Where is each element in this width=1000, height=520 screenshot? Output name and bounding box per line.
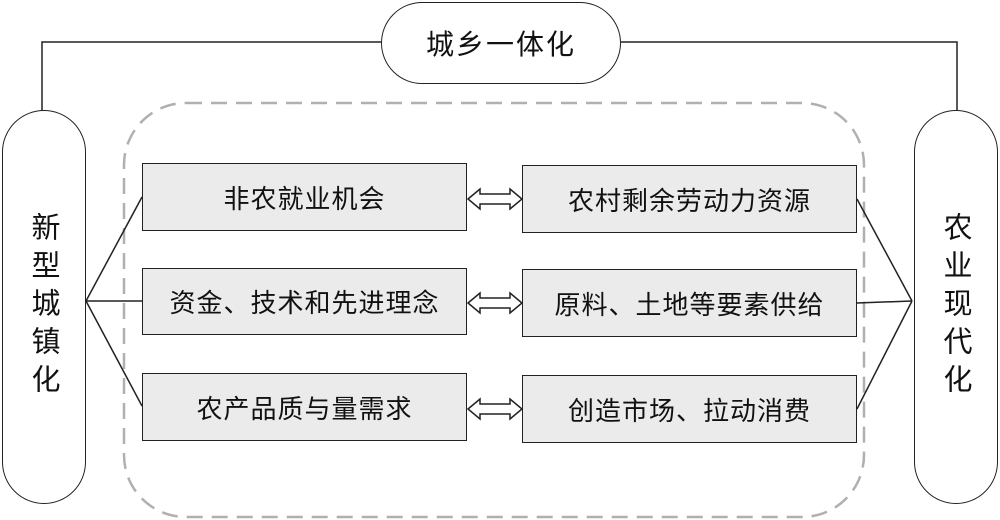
left-box-2: 资金、技术和先进理念: [142, 268, 467, 335]
left-box-label: 农产品质与量需求: [196, 394, 413, 425]
left-node: 新型城镇化: [2, 110, 86, 504]
right-node-label: 农业现代化: [939, 212, 973, 402]
fan-line: [85, 196, 143, 302]
right-box-label: 农村剩余劳动力资源: [567, 186, 811, 217]
right-box-label: 原料、土地等要素供给: [554, 290, 825, 321]
right-box-1: 农村剩余劳动力资源: [522, 165, 857, 233]
fan-line: [85, 300, 143, 407]
left-box-1: 非农就业机会: [142, 163, 467, 231]
left-box-3: 农产品质与量需求: [142, 373, 467, 441]
top-connector-right: [621, 41, 958, 111]
dashed-frame: [122, 101, 866, 519]
top-node-label: 城乡一体化: [425, 28, 576, 61]
double-arrow-icon: [466, 291, 524, 315]
left-node-label: 新型城镇化: [27, 212, 61, 402]
top-connector: [41, 41, 381, 111]
fan-line: [856, 300, 913, 410]
right-node: 农业现代化: [914, 110, 998, 504]
right-box-2: 原料、土地等要素供给: [522, 269, 857, 337]
double-arrow-icon: [466, 397, 524, 421]
double-arrow-icon: [466, 187, 524, 211]
fan-line: [856, 198, 913, 302]
right-box-label: 创造市场、拉动消费: [567, 396, 811, 427]
right-box-3: 创造市场、拉动消费: [522, 375, 857, 443]
left-box-label: 非农就业机会: [223, 184, 386, 215]
top-node: 城乡一体化: [381, 2, 621, 84]
fan-line: [856, 300, 913, 304]
left-box-label: 资金、技术和先进理念: [169, 289, 440, 319]
